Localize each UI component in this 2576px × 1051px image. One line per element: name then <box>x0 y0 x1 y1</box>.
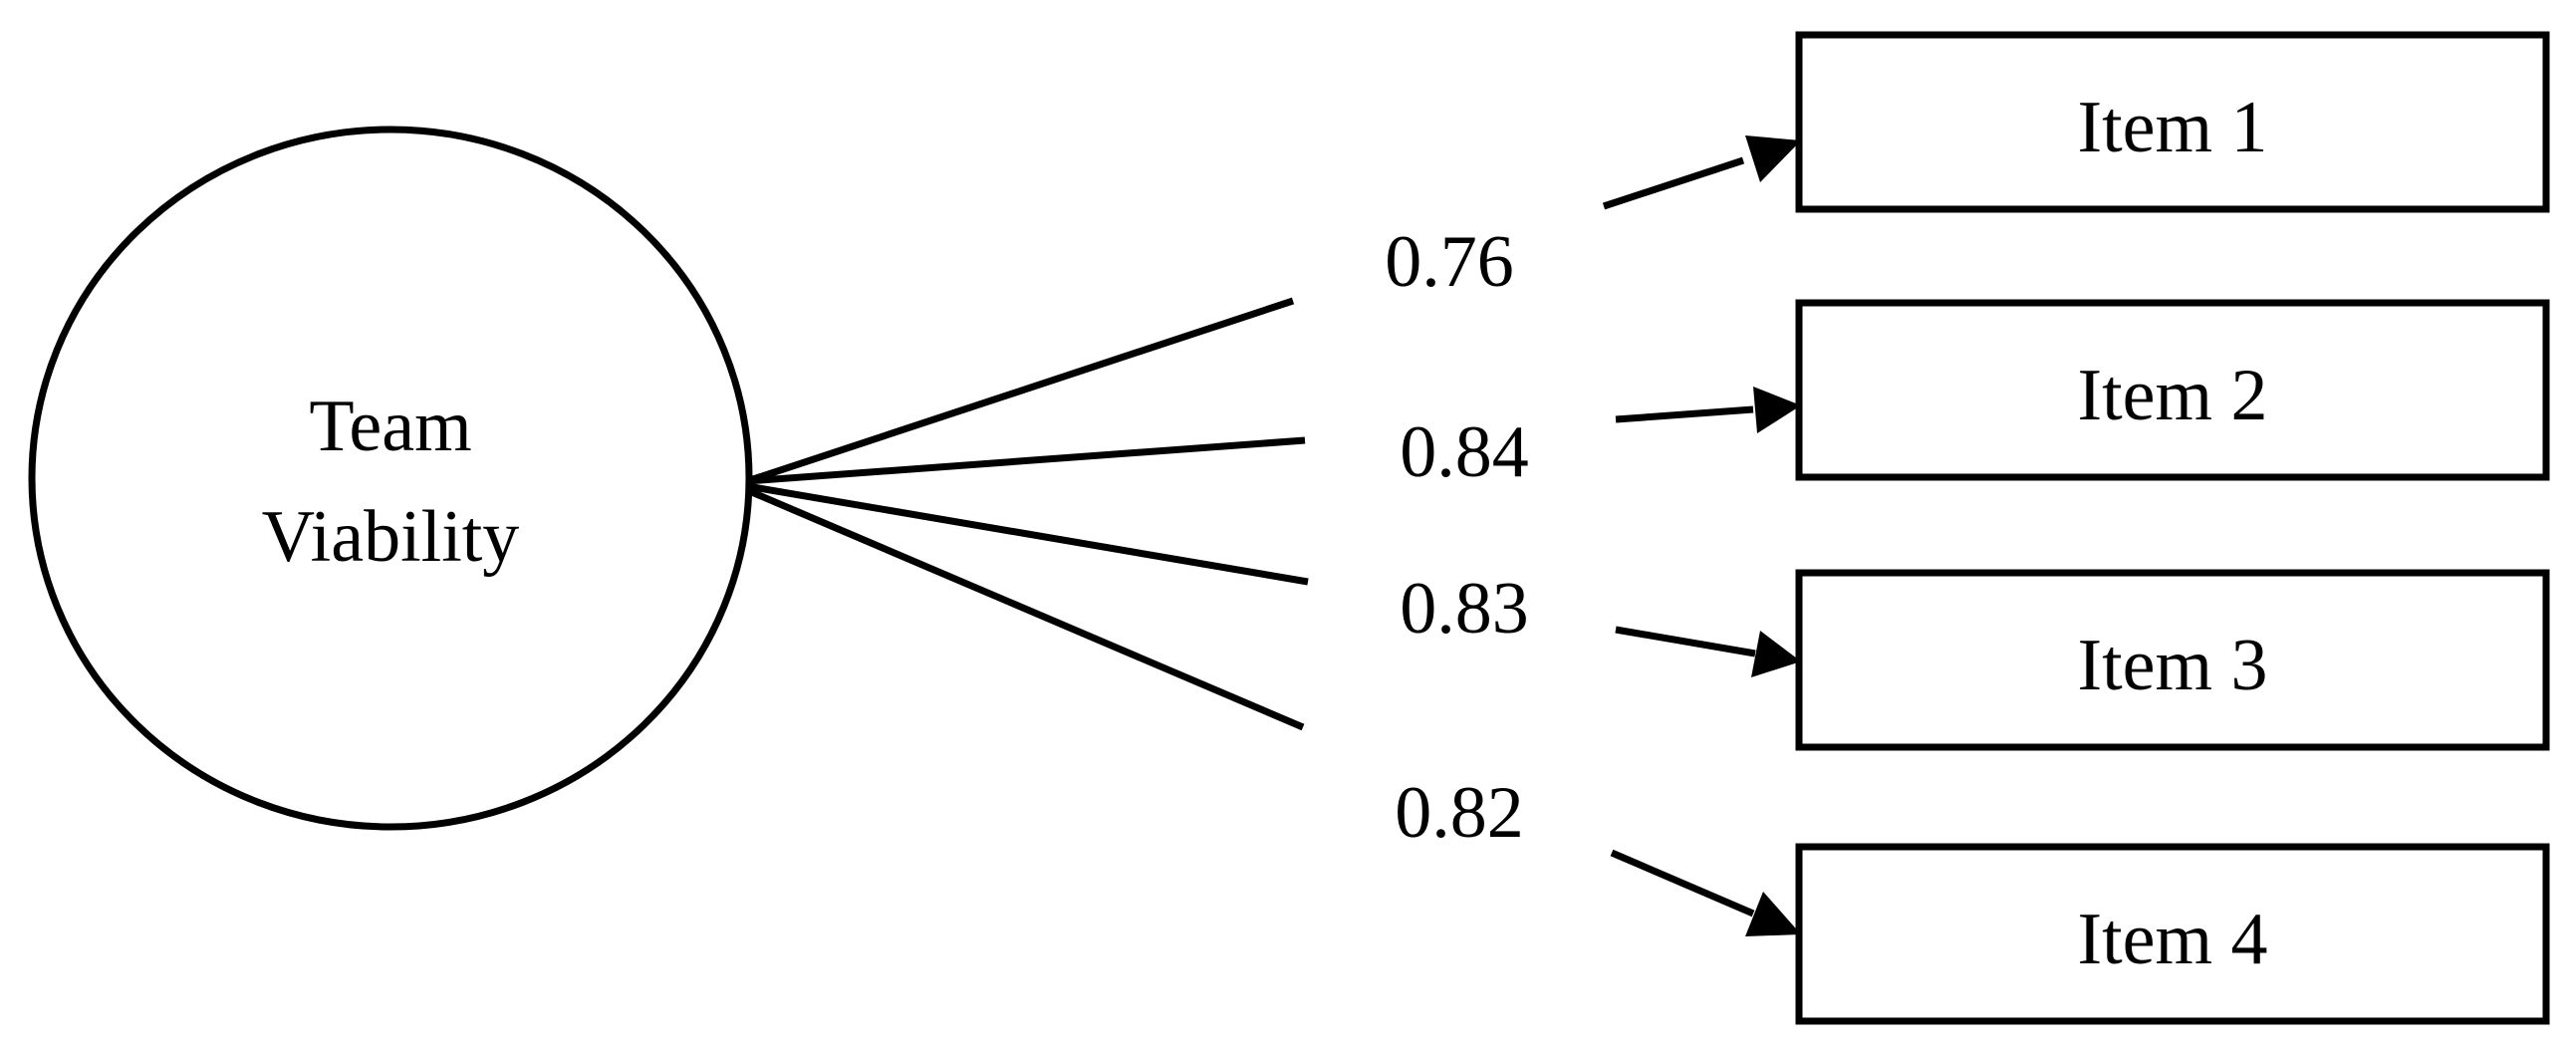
loading-labels: 0.76 0.84 0.83 0.82 <box>1385 221 1529 854</box>
arrowhead-icon <box>1745 892 1801 936</box>
loading-label-1: 0.76 <box>1385 221 1514 303</box>
arrowhead-icon <box>1753 387 1801 433</box>
arrows-to-items <box>1602 135 1801 936</box>
arrowhead-icon <box>1751 631 1801 677</box>
arrow-to-item-2 <box>1615 405 1754 423</box>
arrow-to-item-3 <box>1615 626 1756 657</box>
path-line-1 <box>745 297 1295 485</box>
arrowhead-icon <box>1745 135 1801 182</box>
latent-label-line2: Viability <box>262 496 520 578</box>
paths-to-loadings <box>745 297 1309 731</box>
item-label-4: Item 4 <box>2077 899 2267 980</box>
loading-label-3: 0.83 <box>1400 568 1529 650</box>
path-line-4 <box>745 486 1305 731</box>
item-box-2 <box>1795 299 2550 481</box>
item-boxes: Item 1 Item 2 Item 3 Item 4 <box>1795 31 2550 1025</box>
item-box-4 <box>1795 843 2550 1025</box>
arrow-to-item-1 <box>1602 156 1745 210</box>
item-label-2: Item 2 <box>2077 355 2267 436</box>
path-line-3 <box>746 482 1309 586</box>
latent-label-line1: Team <box>309 386 471 467</box>
item-box-3 <box>1795 569 2550 751</box>
arrow-to-item-4 <box>1610 849 1755 918</box>
loading-label-4: 0.82 <box>1395 772 1524 854</box>
item-box-1 <box>1795 31 2550 213</box>
latent-construct-circle <box>28 126 753 831</box>
item-label-1: Item 1 <box>2077 87 2267 168</box>
loading-label-2: 0.84 <box>1400 411 1529 493</box>
path-line-2 <box>746 436 1306 485</box>
latent-construct: Team Viability <box>28 126 753 831</box>
item-label-3: Item 3 <box>2077 625 2267 706</box>
